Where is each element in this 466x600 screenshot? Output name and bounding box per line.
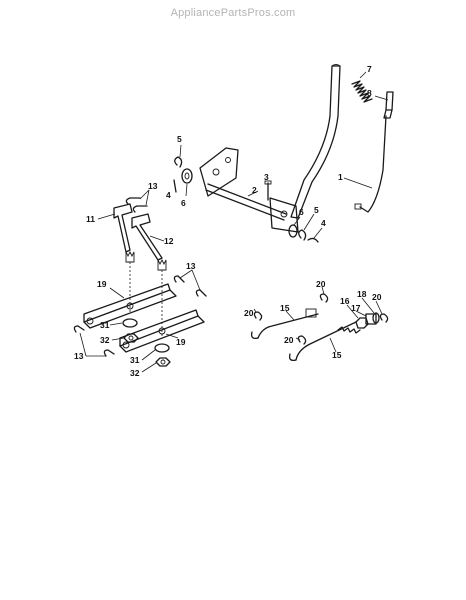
callout-20a: 20 <box>316 279 326 289</box>
callout-13c: 13 <box>74 351 84 361</box>
callout-20c: 20 <box>284 335 294 345</box>
part-4-pin-upper <box>173 179 177 193</box>
part-4-pin-lower <box>307 227 323 243</box>
lift-handle <box>290 64 341 219</box>
alignment-lines <box>129 262 163 338</box>
callout-3: 3 <box>264 172 269 182</box>
callout-1: 1 <box>338 172 343 182</box>
part-13-clips-middle <box>173 269 207 297</box>
callout-20d: 20 <box>372 292 382 302</box>
part-3-bolt <box>264 180 272 201</box>
callout-31b: 31 <box>130 355 140 365</box>
part-31-washer-upper <box>109 318 138 328</box>
part-8-cable-fitting <box>374 91 394 119</box>
callout-labels: 1 2 3 4 4 5 5 6 6 7 8 11 12 13 13 13 15 … <box>74 64 382 378</box>
part-19-lift-arm-upper <box>83 283 177 329</box>
callout-19b: 19 <box>176 337 186 347</box>
callout-16: 16 <box>340 296 350 306</box>
part-31-washer-lower <box>141 343 170 361</box>
callout-17: 17 <box>351 303 361 313</box>
part-15-rod-upper <box>250 308 319 340</box>
part-19-lift-arm-lower <box>119 309 205 353</box>
part-5-clip-lower <box>298 213 315 241</box>
part-15-rod-lower <box>288 321 361 362</box>
callout-8: 8 <box>367 88 372 98</box>
part-7-spring <box>351 71 373 103</box>
part-1-cable <box>343 115 387 213</box>
callout-4a: 4 <box>166 190 171 200</box>
callout-19a: 19 <box>97 279 107 289</box>
callout-31a: 31 <box>100 320 110 330</box>
part-12-lift-link <box>131 213 167 271</box>
callout-6a: 6 <box>181 198 186 208</box>
part-32-nut-upper <box>111 333 139 343</box>
part-20-clip-b <box>253 308 263 321</box>
callout-32b: 32 <box>130 368 140 378</box>
part-20-clip-c <box>295 335 307 345</box>
callout-13a: 13 <box>148 181 158 191</box>
callout-6b: 6 <box>299 207 304 217</box>
watermark: AppliancePartsPros.com <box>170 7 296 19</box>
part-13-clips-lower <box>73 325 115 357</box>
callout-32a: 32 <box>100 335 110 345</box>
callout-20b: 20 <box>244 308 254 318</box>
callout-11: 11 <box>86 214 95 224</box>
part-32-nut-lower <box>141 357 171 373</box>
part-20-clip-d <box>375 300 389 323</box>
part-11-lift-link <box>97 203 135 263</box>
part-5-clip-upper <box>174 144 183 168</box>
callout-13b: 13 <box>186 261 196 271</box>
callout-15b: 15 <box>332 350 342 360</box>
part-6-washer-lower <box>288 216 301 238</box>
callout-12: 12 <box>164 236 174 246</box>
part-18-washer <box>361 297 380 324</box>
part-17-swivel <box>355 310 377 325</box>
callout-5a: 5 <box>177 134 182 144</box>
callout-4b: 4 <box>321 218 326 228</box>
callout-18: 18 <box>357 289 367 299</box>
callout-7: 7 <box>367 64 372 74</box>
part-13-clips-upper <box>125 189 150 213</box>
callout-5b: 5 <box>314 205 319 215</box>
callout-15a: 15 <box>280 303 290 313</box>
part-6-washer-upper <box>181 168 193 197</box>
part-2-lift-shaft <box>199 147 299 233</box>
callout-2: 2 <box>252 185 257 195</box>
part-20-clip-a <box>319 286 329 303</box>
